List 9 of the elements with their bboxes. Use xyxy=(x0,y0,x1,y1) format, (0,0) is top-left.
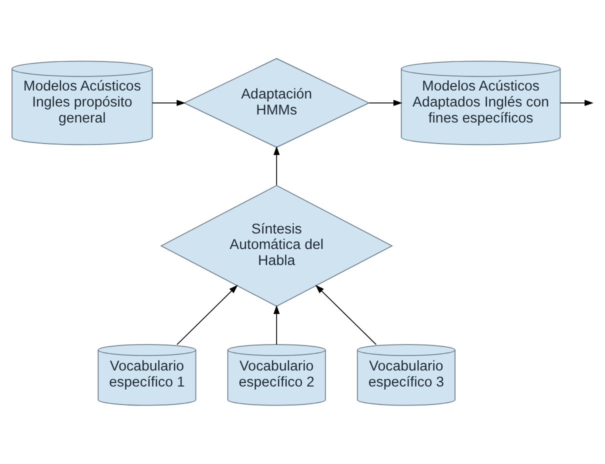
arrow xyxy=(315,284,377,345)
node-diamond: Adaptación HMMs xyxy=(183,58,370,148)
arrow xyxy=(152,100,186,106)
arrow xyxy=(273,305,280,345)
arrow xyxy=(368,100,402,106)
arrow xyxy=(560,100,594,106)
arrow xyxy=(273,146,280,186)
node-diamond: Síntesis Automática del Habla xyxy=(160,185,393,307)
arrow xyxy=(176,284,238,345)
